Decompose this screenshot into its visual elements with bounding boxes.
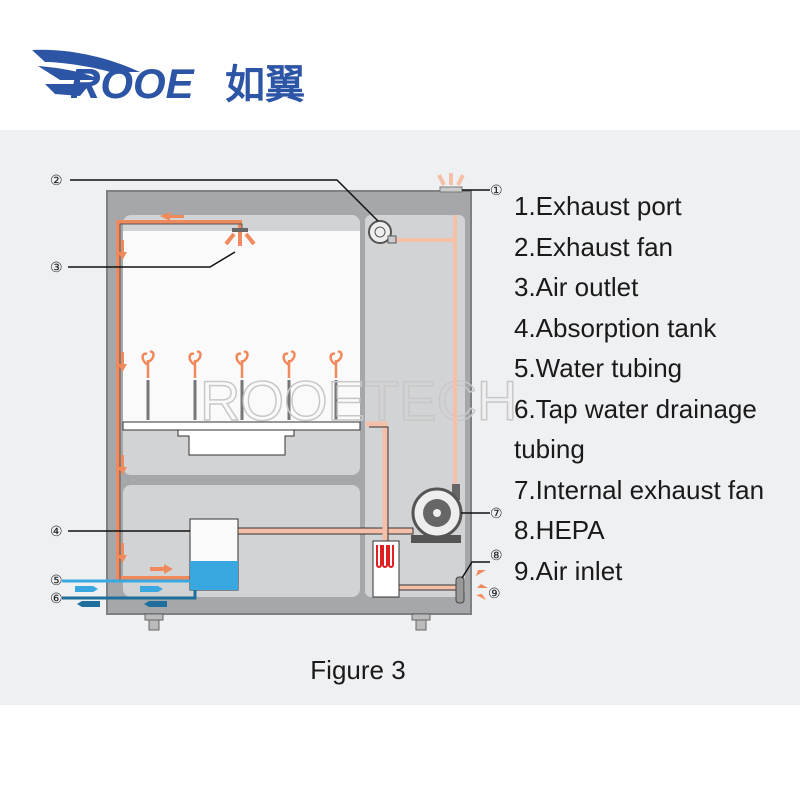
legend-item: 9.Air inlet — [514, 555, 623, 586]
svg-text:如翼: 如翼 — [225, 62, 305, 108]
water-arrows — [75, 586, 167, 607]
legend-item: 1.Exhaust port — [514, 191, 682, 221]
svg-text:②: ② — [50, 173, 63, 189]
legend-item: 7.Internal exhaust fan — [514, 474, 765, 505]
svg-text:④: ④ — [50, 524, 63, 540]
svg-text:③: ③ — [50, 260, 63, 276]
svg-text:①: ① — [490, 183, 503, 199]
exhaust-port — [437, 173, 465, 193]
rooe-logo: ROOE 如翼 — [32, 49, 305, 108]
svg-text:⑥: ⑥ — [50, 591, 63, 607]
cabinet-feet — [144, 613, 431, 631]
callout-lines — [68, 179, 490, 579]
air-outlet — [224, 228, 256, 246]
exhaust-fan — [368, 220, 397, 244]
inlet-pipe — [398, 584, 457, 591]
lower-chamber — [123, 485, 360, 597]
svg-text:⑧: ⑧ — [490, 548, 503, 564]
svg-text:ROOE: ROOE — [70, 60, 196, 107]
flame-icons — [141, 350, 343, 378]
air-inlet — [455, 576, 465, 604]
svg-text:⑨: ⑨ — [488, 586, 501, 602]
absorption-tank — [189, 518, 239, 591]
hepa-filter-box — [372, 540, 400, 598]
callout-numbers: ② ③ ④ ⑤ ⑥ ① ⑦ ⑧ ⑨ — [50, 173, 503, 607]
inlet-arrows — [476, 570, 488, 600]
legend-item: 2.Exhaust fan — [514, 231, 673, 262]
burners — [146, 380, 338, 420]
drain-tray — [177, 429, 295, 456]
airflow-arrows — [118, 212, 184, 574]
svg-text:⑦: ⑦ — [490, 506, 503, 522]
legend-item: 6.Tap water drainage — [514, 393, 757, 424]
drain-tubing — [62, 590, 197, 600]
legend-item: 8.HEPA — [514, 515, 605, 545]
legend-item: 4.Absorption tank — [514, 312, 717, 343]
exhaust-pipe — [237, 527, 414, 535]
figure-caption: Figure 3 — [310, 655, 406, 685]
svg-text:⑤: ⑤ — [50, 573, 63, 589]
watermark: ROOETECH — [200, 369, 517, 432]
legend: 1.Exhaust port 2.Exhaust fan 3.Air outle… — [514, 186, 764, 591]
legend-item: tubing — [514, 434, 585, 464]
legend-item: 3.Air outlet — [514, 272, 639, 302]
legend-item: 5.Water tubing — [514, 353, 683, 383]
